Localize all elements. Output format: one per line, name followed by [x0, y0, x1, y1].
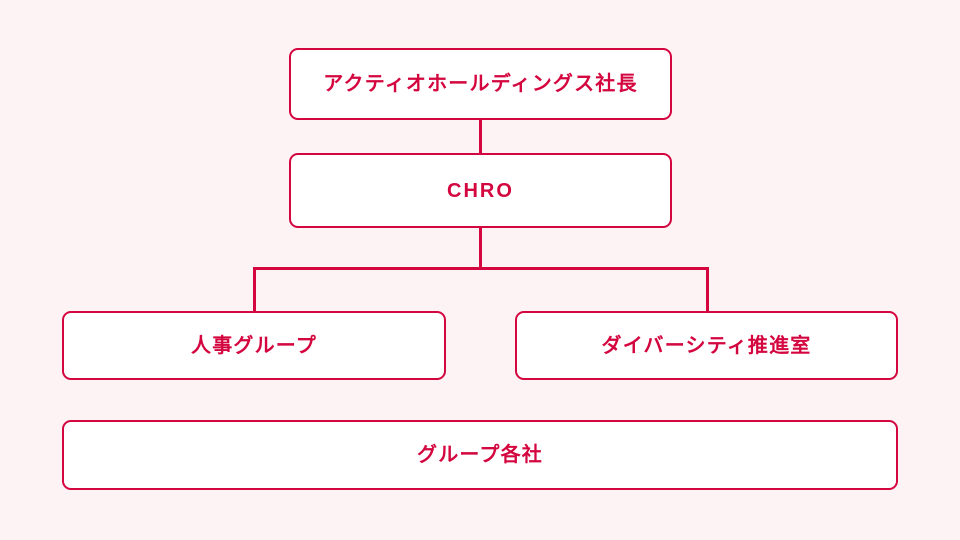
org-node-group-companies-label: グループ各社	[417, 444, 543, 466]
connector-president-to-chro	[479, 119, 482, 154]
org-node-chro[interactable]: CHRO	[289, 153, 672, 228]
org-node-diversity-office[interactable]: ダイバーシティ推進室	[515, 311, 898, 380]
org-node-president-label: アクティオホールディングス社長	[323, 73, 638, 95]
org-node-group-companies[interactable]: グループ各社	[62, 420, 898, 490]
org-node-hr-group-label: 人事グループ	[191, 334, 317, 357]
connector-chro-trunk	[479, 227, 482, 269]
connector-bus-to-hr-group	[253, 267, 256, 312]
org-node-hr-group[interactable]: 人事グループ	[62, 311, 446, 380]
org-node-diversity-office-label: ダイバーシティ推進室	[601, 334, 812, 357]
org-node-president[interactable]: アクティオホールディングス社長	[289, 48, 672, 120]
connector-horizontal-bus	[253, 267, 708, 270]
connector-bus-to-diversity	[706, 267, 709, 312]
org-node-chro-label: CHRO	[447, 179, 514, 202]
